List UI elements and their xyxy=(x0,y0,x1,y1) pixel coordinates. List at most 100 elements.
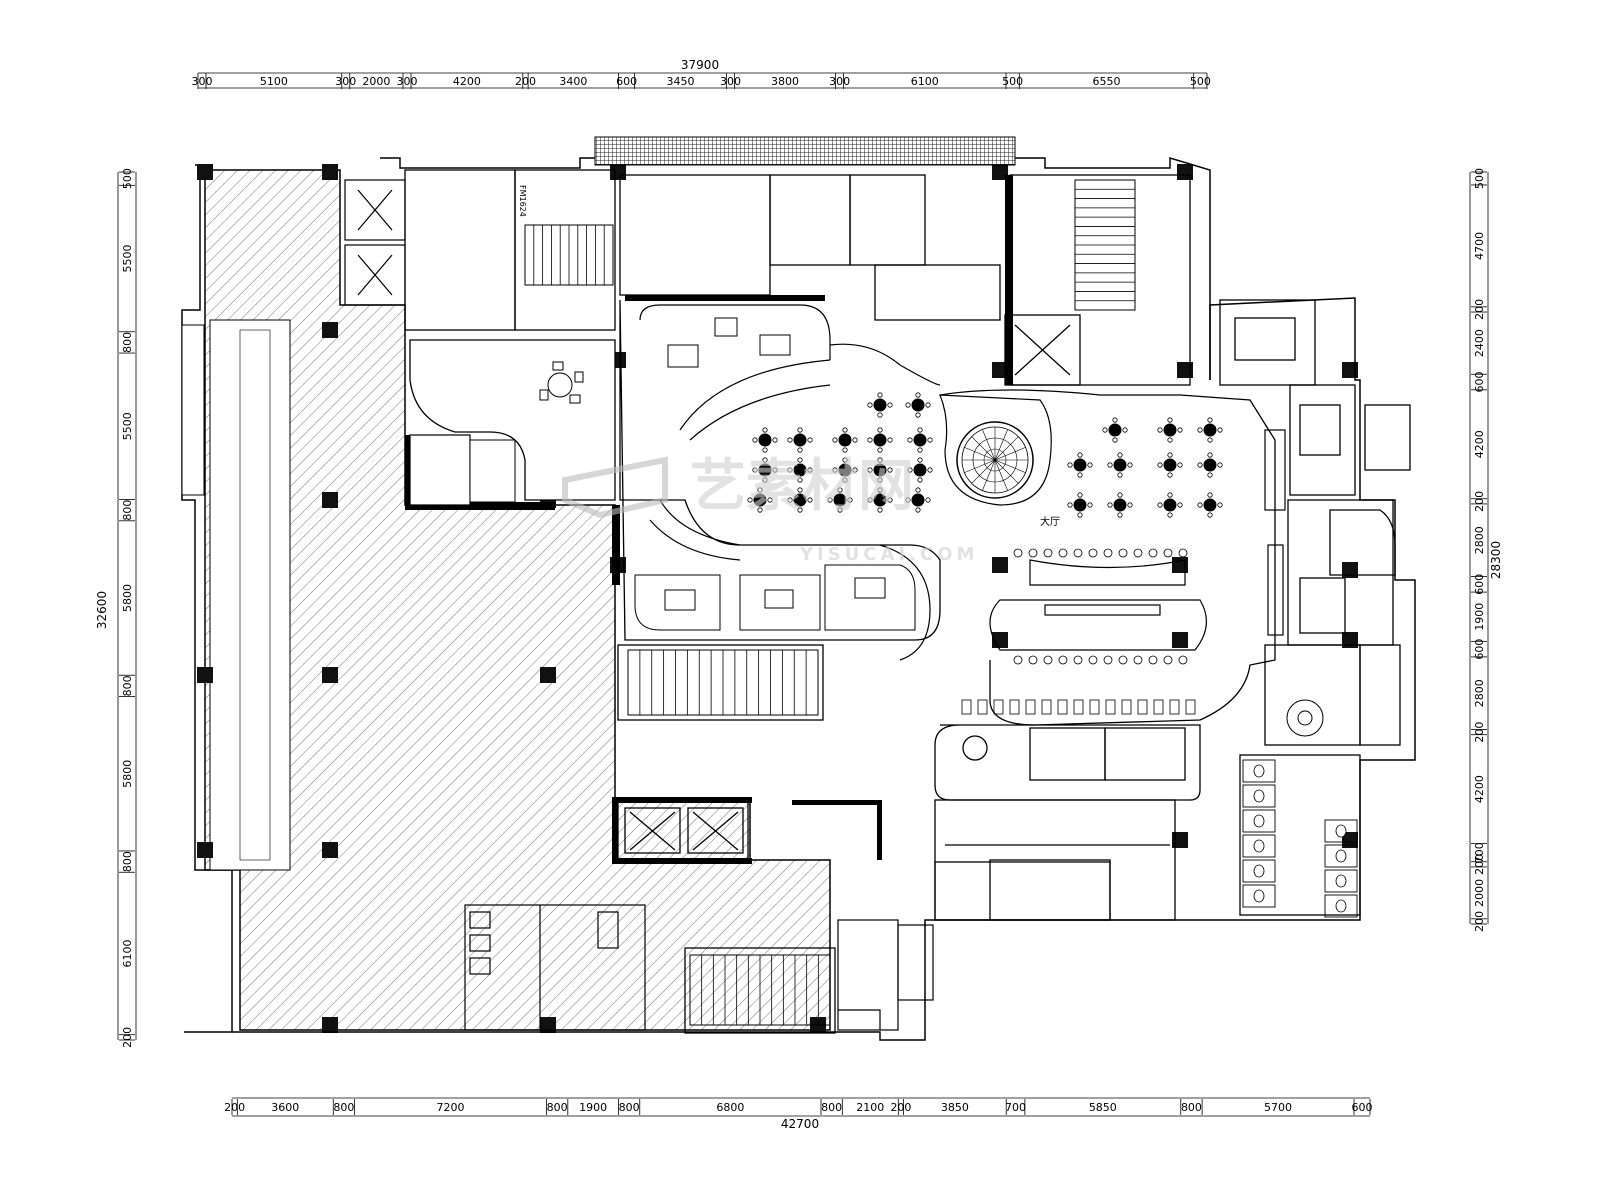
main-hall-outline xyxy=(939,389,1276,726)
booth-seat xyxy=(1025,699,1036,715)
table-set xyxy=(1197,492,1223,518)
left-corridor-strip xyxy=(209,319,291,871)
column xyxy=(1342,362,1358,378)
table-set xyxy=(905,392,931,418)
dimension-segment-label: 7200 xyxy=(437,1101,465,1114)
toilet xyxy=(1335,849,1347,863)
column xyxy=(1172,632,1188,648)
chair xyxy=(1163,548,1173,558)
left-bay-window xyxy=(181,324,205,496)
booth-seat xyxy=(1073,699,1084,715)
left-dimension-line xyxy=(117,172,137,1040)
booth-chairs xyxy=(961,548,1196,715)
booth-seat xyxy=(1137,699,1148,715)
small-room-left-2 xyxy=(469,439,516,503)
dimension-segment-label: 2000 xyxy=(362,75,390,88)
dimension-segment-label: 5500 xyxy=(121,412,134,440)
dimension-segment-label: 600 xyxy=(1352,1101,1373,1114)
dimension-segment-label: 6100 xyxy=(911,75,939,88)
toilet xyxy=(1335,899,1347,913)
dimension-segment-label: 5100 xyxy=(260,75,288,88)
table-set xyxy=(905,487,931,513)
rooftop-grid-band xyxy=(594,136,1016,166)
dining-table-clusters xyxy=(747,392,1223,518)
column xyxy=(197,164,213,180)
bottom-dimension-line xyxy=(232,1097,1370,1117)
table-set xyxy=(1102,417,1128,443)
toilet-stall xyxy=(1324,869,1358,893)
lower-private-rooms xyxy=(934,724,1201,801)
toilet xyxy=(1253,864,1265,878)
dimension-segment-label: 800 xyxy=(121,675,134,696)
chair xyxy=(1058,655,1068,665)
toilet xyxy=(1253,839,1265,853)
dimension-segment-label: 5800 xyxy=(121,760,134,788)
chair xyxy=(1163,655,1173,665)
flower-ornament xyxy=(1286,699,1324,737)
chair xyxy=(1058,548,1068,558)
left-corridor-inner xyxy=(239,329,271,861)
dimension-segment-label: 600 xyxy=(616,75,637,88)
outer-wall-right xyxy=(232,297,1416,1041)
table-set xyxy=(867,457,893,483)
bar-counter-arc xyxy=(679,359,831,441)
dimension-segment-label: 5500 xyxy=(121,245,134,273)
dimension-segment-label: 200 xyxy=(1473,911,1486,932)
toilet-stall xyxy=(1324,819,1358,843)
outer-wall-left xyxy=(181,164,233,1033)
dimension-segment-label: 6800 xyxy=(716,1101,744,1114)
booth-seat xyxy=(1057,699,1068,715)
chair xyxy=(1043,548,1053,558)
column xyxy=(1342,632,1358,648)
table-set xyxy=(1197,452,1223,478)
dimension-segment-label: 800 xyxy=(121,332,134,353)
chair xyxy=(1148,548,1158,558)
column xyxy=(1177,362,1193,378)
right-bar-counter xyxy=(1264,429,1286,636)
kitchen-block xyxy=(934,799,1176,921)
column xyxy=(540,1017,556,1033)
booth-seat xyxy=(1153,699,1164,715)
toilet xyxy=(1253,764,1265,778)
table-set xyxy=(752,427,778,453)
bottom-total-dimension: 42700 xyxy=(781,1117,819,1131)
dimension-segment-label: 2800 xyxy=(1473,679,1486,707)
column xyxy=(1172,832,1188,848)
dimension-segment-label: 3450 xyxy=(667,75,695,88)
chair xyxy=(1148,655,1158,665)
chair xyxy=(1013,655,1023,665)
column xyxy=(197,842,213,858)
dimension-segment-label: 200 xyxy=(515,75,536,88)
dimension-segment-label: 600 xyxy=(1473,639,1486,660)
table-set xyxy=(787,457,813,483)
column xyxy=(992,164,1008,180)
dimension-segment-label: 800 xyxy=(121,500,134,521)
top-dimension-line xyxy=(198,72,1207,89)
column xyxy=(992,557,1008,573)
toilet-stall xyxy=(1242,759,1276,783)
chair xyxy=(1028,548,1038,558)
watermark-url: YISUCAI.COM xyxy=(799,544,978,565)
dimension-segment-label: 300 xyxy=(396,75,417,88)
toilet xyxy=(1253,889,1265,903)
booth-seat xyxy=(1185,699,1196,715)
dimension-segment-label: 800 xyxy=(547,1101,568,1114)
dimension-segment-label: 2400 xyxy=(1473,329,1486,357)
dimension-segment-label: 1900 xyxy=(1473,603,1486,631)
table-set xyxy=(867,487,893,513)
column xyxy=(322,164,338,180)
dimension-segment-label: 800 xyxy=(1181,1101,1202,1114)
elevator-shafts-top xyxy=(344,179,406,306)
booth-seat xyxy=(1169,699,1180,715)
booth-seat xyxy=(1105,699,1116,715)
column xyxy=(322,1017,338,1033)
chair xyxy=(1028,655,1038,665)
toilet xyxy=(1335,824,1347,838)
dimension-segment-label: 500 xyxy=(121,168,134,189)
watermark-brand: 艺素材网 xyxy=(690,454,914,519)
column xyxy=(1177,164,1193,180)
bottom-stair-core xyxy=(617,644,836,1034)
booth-seat xyxy=(1009,699,1020,715)
door-code-label: FM1624 xyxy=(518,185,527,217)
right-dimension-line xyxy=(1469,172,1489,924)
